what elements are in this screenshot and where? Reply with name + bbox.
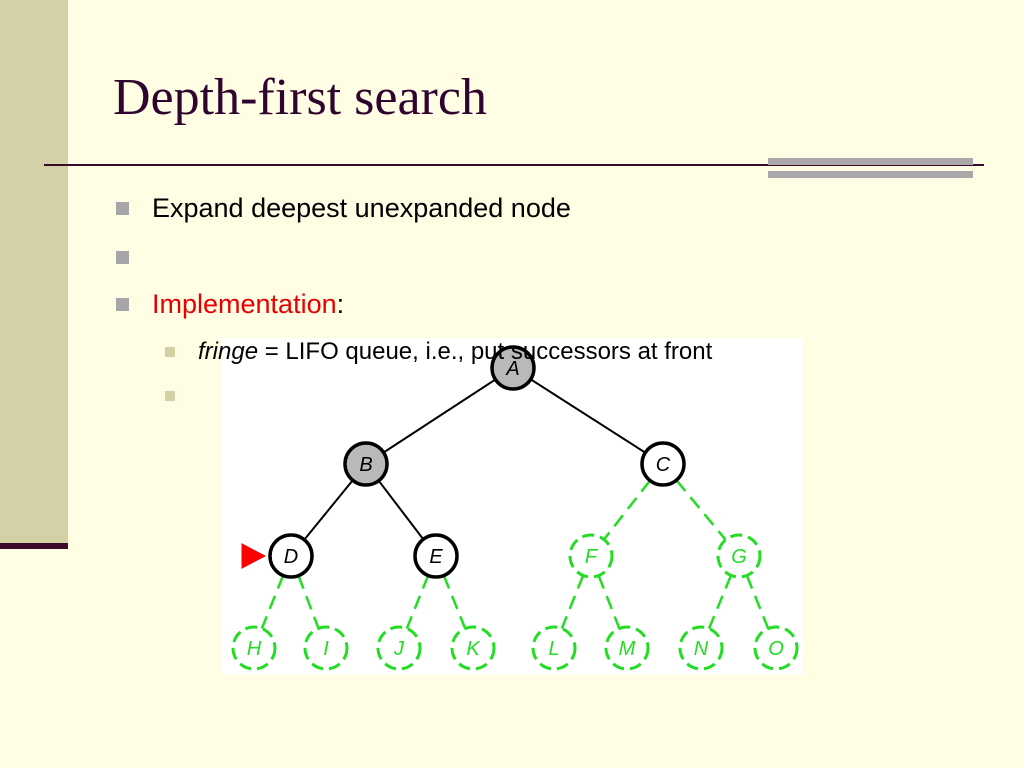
edge-b-e: [377, 480, 425, 540]
implementation-colon: :: [336, 289, 345, 319]
node-circle-n: [678, 625, 724, 671]
accent-bar-top: [768, 158, 973, 165]
tree-node-f: F: [568, 533, 614, 579]
node-circle-l: [531, 625, 577, 671]
node-circle-e: [413, 533, 459, 579]
node-circle-g: [716, 533, 762, 579]
node-label-f: F: [585, 546, 599, 568]
edge-f-l: [560, 575, 585, 629]
edge-b-d: [303, 479, 354, 541]
accent-bar-bottom: [768, 171, 973, 178]
node-label-k: K: [466, 638, 481, 660]
edge-d-i: [297, 575, 320, 629]
tree-node-a: A: [490, 345, 536, 391]
sub-bullet-square-icon: [165, 391, 175, 401]
node-label-h: H: [247, 638, 262, 660]
node-label-n: N: [694, 638, 709, 660]
sub-bullet-square-icon: [165, 347, 175, 357]
tree-node-g: G: [716, 533, 762, 579]
tree-node-m: M: [604, 625, 650, 671]
node-circle-h: [231, 625, 277, 671]
edge-f-m: [597, 575, 621, 629]
node-label-o: O: [768, 638, 784, 660]
node-circle-j: [376, 625, 422, 671]
node-label-d: D: [284, 546, 298, 568]
search-tree-diagram: A B C D E F G H I J K L M N O: [221, 338, 803, 675]
node-label-g: G: [731, 546, 747, 568]
tree-node-o: O: [753, 625, 799, 671]
node-label-j: J: [393, 638, 405, 660]
tree-node-e: E: [413, 533, 459, 579]
edge-g-n: [707, 574, 733, 630]
node-circle-b: [343, 441, 389, 487]
edge-e-j: [405, 575, 430, 629]
node-label-c: C: [656, 454, 671, 476]
tree-node-l: L: [531, 625, 577, 671]
current-node-pointer-icon: [241, 543, 267, 569]
edge-g-o: [745, 575, 770, 629]
tree-node-d: D: [268, 533, 314, 579]
node-label-m: M: [619, 638, 636, 660]
edge-c-f: [602, 479, 652, 541]
sub-bullet-1-text: fringe = LIFO queue, i.e., put successor…: [198, 338, 712, 366]
sidebar-rule: [0, 543, 68, 549]
node-circle-f: [568, 533, 614, 579]
bullet-square-icon: [116, 298, 129, 311]
node-label-l: L: [548, 638, 559, 660]
tree-node-n: N: [678, 625, 724, 671]
node-circle-o: [753, 625, 799, 671]
bullet-1-text: Expand deepest unexpanded node: [152, 193, 571, 223]
node-circle-a: [490, 345, 536, 391]
bullet-3-text: Implementation:: [152, 289, 344, 319]
tree-node-h: H: [231, 625, 277, 671]
edge-a-c: [530, 378, 646, 454]
implementation-highlight: Implementation: [152, 289, 337, 319]
node-circle-i: [303, 625, 349, 671]
bullet-square-icon: [116, 251, 129, 264]
edge-a-b: [383, 378, 496, 454]
sidebar-band: [0, 0, 68, 548]
node-circle-m: [604, 625, 650, 671]
tree-node-i: I: [303, 625, 349, 671]
node-label-e: E: [429, 546, 443, 568]
tree-node-c: C: [640, 441, 686, 487]
tree-node-k: K: [450, 625, 496, 671]
bullet-square-icon: [116, 202, 129, 215]
node-circle-d: [268, 533, 314, 579]
fringe-term: fringe: [198, 338, 259, 365]
node-circle-k: [450, 625, 496, 671]
node-label-i: I: [323, 638, 329, 660]
title-rule: [44, 164, 984, 166]
node-circle-c: [640, 441, 686, 487]
tree-node-b: B: [343, 441, 389, 487]
edge-c-g: [675, 479, 727, 541]
accent-bars: [768, 158, 973, 179]
node-label-b: B: [359, 454, 372, 476]
fringe-description: = LIFO queue, i.e., put successors at fr…: [258, 338, 713, 365]
slide-title: Depth-first search: [113, 69, 487, 126]
edge-d-h: [260, 575, 285, 629]
edge-e-k: [442, 575, 467, 629]
tree-node-j: J: [376, 625, 422, 671]
node-label-a: A: [505, 358, 519, 380]
search-tree-svg: A B C D E F G H I J K L M N O: [231, 345, 799, 671]
